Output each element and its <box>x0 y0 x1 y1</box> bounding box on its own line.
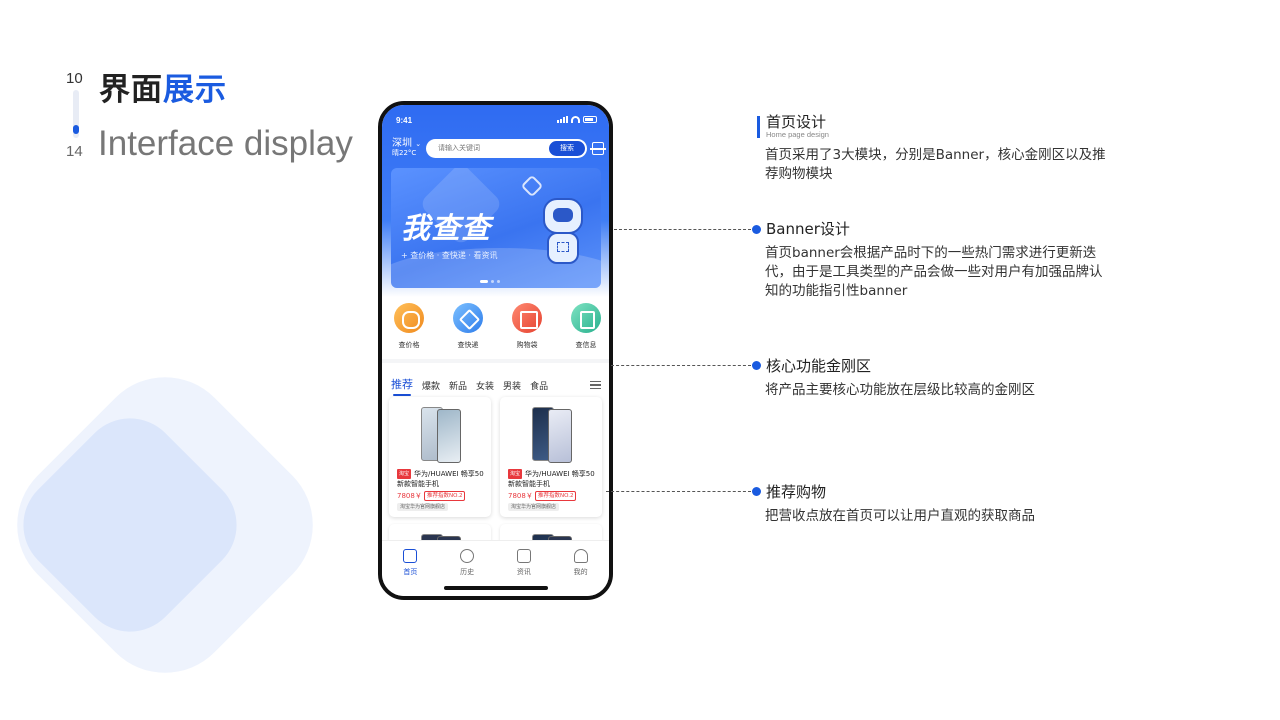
mascot-illustration <box>537 198 589 270</box>
bottom-tab-bar: 首页 历史 资讯 我的 <box>382 540 609 596</box>
leader-line-banner <box>614 229 751 230</box>
annotation-body-banner: 首页banner会根据产品时下的一些热门需求进行更新迭代，由于是工具类型的产品会… <box>765 245 1103 299</box>
tabbar-item-news[interactable]: 资讯 <box>504 549 544 596</box>
page-subtitle: Interface display <box>98 124 353 163</box>
tab-men[interactable]: 男装 <box>503 382 522 392</box>
city-selector[interactable]: 深圳 ⌄ <box>392 134 421 149</box>
tabbar-item-profile[interactable]: 我的 <box>561 549 601 596</box>
search-button[interactable]: 搜索 <box>549 141 585 156</box>
category-tabs: 推荐 爆款 新品 女装 男装 食品 <box>391 374 601 396</box>
weather-text: 晴22°C <box>392 149 417 157</box>
product-shop: 淘宝华为官网旗舰店 <box>397 503 449 511</box>
product-card[interactable]: 淘宝华为/HUAWEI 畅享50 新款智能手机 7808￥ 推荐指数NO.2 淘… <box>389 397 491 517</box>
annotation-title-kingkong: 核心功能金刚区 <box>766 357 872 375</box>
package-icon <box>453 303 483 333</box>
title-black: 界面 <box>99 72 163 108</box>
tab-women[interactable]: 女装 <box>476 382 495 392</box>
kingkong-label: 查价格 <box>398 341 420 349</box>
shopping-bag-icon <box>512 303 542 333</box>
tabbar-label: 历史 <box>460 568 475 576</box>
annotation-dot-banner <box>752 225 761 234</box>
product-name: 淘宝华为/HUAWEI 畅享50 新款智能手机 <box>397 469 487 489</box>
annotation-body-home: 首页采用了3大模块，分别是Banner，核心金刚区以及推荐购物模块 <box>765 147 1106 182</box>
search-bar[interactable]: 请输入关键词 搜索 <box>426 139 587 158</box>
section-divider <box>382 359 609 363</box>
city-name: 深圳 <box>392 138 412 149</box>
product-price: 7808￥ <box>508 492 533 500</box>
page-number-current: 10 <box>66 70 83 87</box>
banner-subtitle: + 查价格 · 查快递 · 看资讯 <box>401 251 498 260</box>
tab-new[interactable]: 新品 <box>449 382 468 392</box>
tabbar-label: 首页 <box>403 568 418 576</box>
kingkong-item-info[interactable]: 查信息 <box>565 303 607 351</box>
product-title: 华为/HUAWEI 畅享50 新款智能手机 <box>397 470 484 488</box>
leader-line-kingkong <box>611 365 751 366</box>
kingkong-label: 查信息 <box>575 341 597 349</box>
home-icon <box>403 549 418 563</box>
annotation-title-home: 首页设计 <box>766 113 827 131</box>
annotation-title-shopping: 推荐购物 <box>766 483 827 501</box>
tab-recommend[interactable]: 推荐 <box>391 378 413 396</box>
tab-food[interactable]: 食品 <box>530 382 549 392</box>
kingkong-label: 购物袋 <box>516 341 538 349</box>
page-number-total: 14 <box>66 143 83 160</box>
kingkong-item-bag[interactable]: 购物袋 <box>506 303 548 351</box>
scan-icon[interactable] <box>590 142 606 155</box>
banner[interactable]: 我查查 + 查价格 · 查快递 · 看资讯 <box>391 168 601 288</box>
home-indicator <box>444 586 548 590</box>
product-rank-badge: 推荐指数NO.2 <box>424 491 466 501</box>
chevron-down-icon: ⌄ <box>415 140 422 148</box>
platform-tag: 淘宝 <box>397 469 412 479</box>
phone-product-image <box>530 407 574 463</box>
annotation-body-kingkong: 将产品主要核心功能放在层级比较高的金刚区 <box>765 382 1035 398</box>
kingkong-area: 查价格 查快递 购物袋 查信息 <box>388 303 607 351</box>
search-input[interactable]: 请输入关键词 <box>438 144 480 152</box>
product-name: 淘宝华为/HUAWEI 畅享50 新款智能手机 <box>508 469 598 489</box>
news-icon <box>516 549 531 563</box>
tabbar-item-history[interactable]: 历史 <box>447 549 487 596</box>
document-icon <box>571 303 601 333</box>
banner-logo-icon <box>520 174 544 198</box>
banner-pagination[interactable] <box>480 280 500 283</box>
leader-line-shopping <box>606 491 751 492</box>
kingkong-item-price[interactable]: 查价格 <box>388 303 430 351</box>
tabbar-label: 我的 <box>573 568 588 576</box>
product-title: 华为/HUAWEI 畅享50 新款智能手机 <box>508 470 595 488</box>
product-rank-badge: 推荐指数NO.2 <box>535 491 577 501</box>
clock-icon <box>460 549 475 563</box>
tab-hot[interactable]: 爆款 <box>422 382 441 392</box>
banner-title: 我查查 <box>401 211 492 245</box>
battery-icon <box>583 116 597 123</box>
phone-product-image <box>419 407 463 463</box>
yen-icon <box>394 303 424 333</box>
product-shop: 淘宝华为官网旗舰店 <box>508 503 560 511</box>
user-icon <box>573 549 588 563</box>
page-progress-indicator <box>73 125 79 134</box>
signal-icon <box>557 116 568 123</box>
page-progress-track <box>73 90 79 138</box>
status-bar: 9:41 <box>396 116 597 128</box>
wifi-icon <box>571 116 580 123</box>
phone-mockup: 9:41 深圳 ⌄ 晴22°C 请输入关键词 搜索 我查查 + 查价格 · 查快… <box>378 101 613 600</box>
annotation-dot-shopping <box>752 487 761 496</box>
kingkong-item-express[interactable]: 查快递 <box>447 303 489 351</box>
tabbar-label: 资讯 <box>516 568 531 576</box>
platform-tag: 淘宝 <box>508 469 523 479</box>
status-time: 9:41 <box>396 116 413 125</box>
status-icons <box>557 116 597 123</box>
kingkong-label: 查快递 <box>457 341 479 349</box>
annotation-dot-kingkong <box>752 361 761 370</box>
annotation-title-banner: Banner设计 <box>766 220 850 238</box>
annotation-accent-bar <box>757 116 760 138</box>
title-blue: 展示 <box>163 72 227 108</box>
annotation-body-shopping: 把营收点放在首页可以让用户直观的获取商品 <box>765 508 1035 524</box>
menu-icon[interactable] <box>590 381 601 389</box>
page-title: 界面展示 <box>99 64 227 109</box>
product-card[interactable]: 淘宝华为/HUAWEI 畅享50 新款智能手机 7808￥ 推荐指数NO.2 淘… <box>500 397 602 517</box>
tabbar-item-home[interactable]: 首页 <box>390 549 430 596</box>
product-price: 7808￥ <box>397 492 422 500</box>
annotation-subtitle-home: Home page design <box>766 130 829 139</box>
